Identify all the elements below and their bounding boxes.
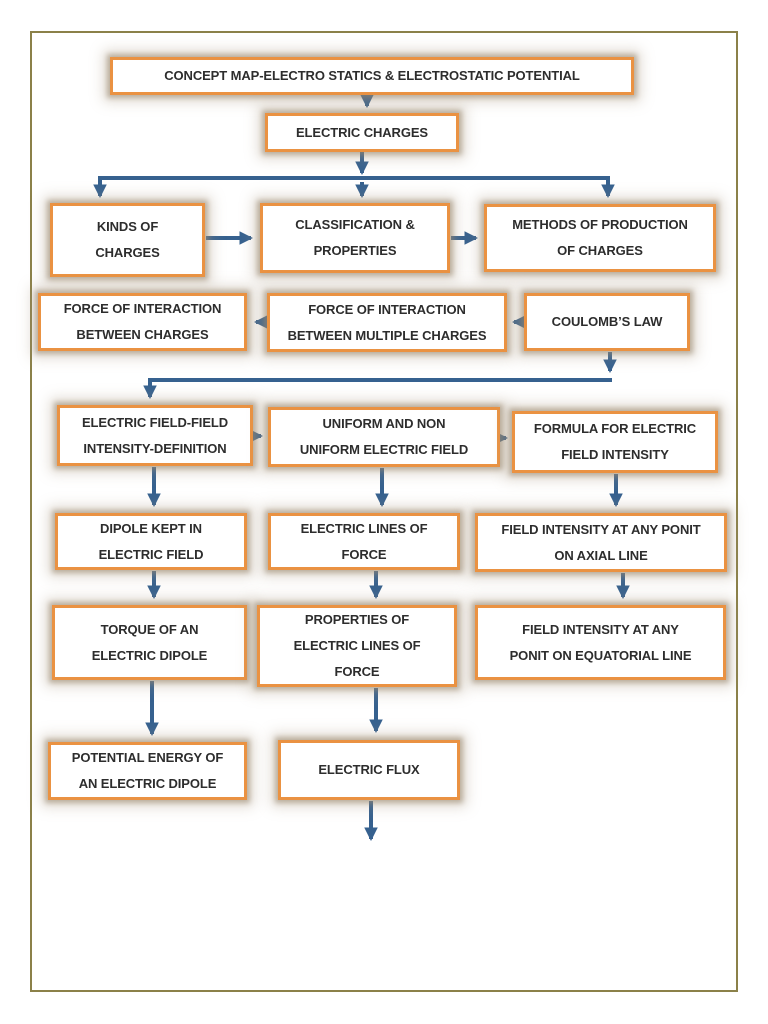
node-electric-lines-of-force: ELECTRIC LINES OF FORCE — [268, 513, 460, 570]
node-field-intensity-axial: FIELD INTENSITY AT ANY PONIT ON AXIAL LI… — [475, 513, 727, 572]
node-classification-properties: CLASSIFICATION & PROPERTIES — [260, 203, 450, 273]
page-border-frame — [30, 31, 738, 992]
node-potential-energy-dipole: POTENTIAL ENERGY OF AN ELECTRIC DIPOLE — [48, 742, 247, 800]
node-electric-flux: ELECTRIC FLUX — [278, 740, 460, 800]
node-title: CONCEPT MAP-ELECTRO STATICS & ELECTROSTA… — [110, 57, 634, 95]
node-coulombs-law: COULOMB’S LAW — [524, 293, 690, 351]
node-methods-of-production: METHODS OF PRODUCTION OF CHARGES — [484, 204, 716, 272]
node-kinds-of-charges: KINDS OF CHARGES — [50, 203, 205, 277]
node-electric-charges: ELECTRIC CHARGES — [265, 113, 459, 152]
node-uniform-nonuniform-field: UNIFORM AND NON UNIFORM ELECTRIC FIELD — [268, 407, 500, 467]
node-field-intensity-equatorial: FIELD INTENSITY AT ANY PONIT ON EQUATORI… — [475, 605, 726, 680]
node-torque-electric-dipole: TORQUE OF AN ELECTRIC DIPOLE — [52, 605, 247, 680]
node-formula-field-intensity: FORMULA FOR ELECTRIC FIELD INTENSITY — [512, 411, 718, 473]
node-force-between-charges: FORCE OF INTERACTION BETWEEN CHARGES — [38, 293, 247, 351]
node-dipole-in-field: DIPOLE KEPT IN ELECTRIC FIELD — [55, 513, 247, 570]
node-force-multiple-charges: FORCE OF INTERACTION BETWEEN MULTIPLE CH… — [267, 293, 507, 352]
node-properties-lines-of-force: PROPERTIES OF ELECTRIC LINES OF FORCE — [257, 605, 457, 687]
node-electric-field-definition: ELECTRIC FIELD-FIELD INTENSITY-DEFINITIO… — [57, 405, 253, 466]
